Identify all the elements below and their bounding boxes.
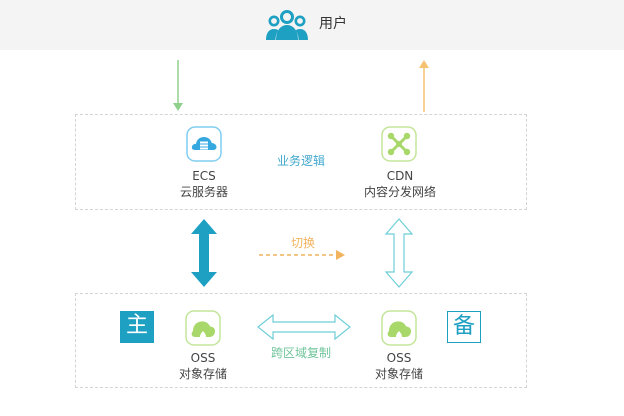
primary-badge: 主	[120, 311, 154, 343]
oss-primary-name: OSS	[190, 351, 216, 365]
oss-backup-subtitle: 对象存储	[374, 367, 423, 381]
switch-label: 切换	[291, 236, 316, 250]
replication-arrow	[257, 313, 351, 341]
oss-backup-label: OSS 对象存储	[359, 350, 439, 382]
network-node-icon	[381, 126, 417, 162]
business-logic-group	[75, 114, 527, 210]
users-header: 用户	[0, 0, 624, 50]
cloud-storage-icon	[185, 310, 221, 346]
primary-link-arrow	[191, 219, 217, 287]
response-arrow-up	[419, 60, 429, 112]
cdn-service-icon[interactable]	[381, 126, 417, 162]
users-label: 用户	[319, 16, 347, 32]
storage-group	[75, 293, 527, 388]
request-arrow-down	[173, 60, 183, 111]
cdn-label: CDN 内容分发网络	[354, 168, 446, 200]
users-icon	[266, 10, 308, 40]
business-logic-label: 业务逻辑	[277, 154, 326, 168]
ecs-service-icon[interactable]	[186, 126, 222, 162]
ecs-subtitle: 云服务器	[179, 185, 228, 199]
standby-link-arrow	[384, 218, 414, 288]
ecs-label: ECS 云服务器	[164, 168, 244, 200]
cdn-name: CDN	[386, 169, 414, 183]
oss-primary-label: OSS 对象存储	[163, 350, 243, 382]
ecs-name: ECS	[192, 169, 216, 183]
switch-arrow	[259, 250, 345, 260]
oss-backup-icon[interactable]	[381, 310, 417, 346]
replication-label: 跨区域复制	[271, 346, 332, 360]
backup-badge: 备	[447, 311, 481, 343]
oss-primary-icon[interactable]	[185, 310, 221, 346]
cloud-server-icon	[186, 126, 222, 162]
oss-backup-name: OSS	[386, 351, 412, 365]
oss-primary-subtitle: 对象存储	[178, 367, 227, 381]
cloud-storage-icon	[381, 310, 417, 346]
cdn-subtitle: 内容分发网络	[363, 185, 436, 199]
